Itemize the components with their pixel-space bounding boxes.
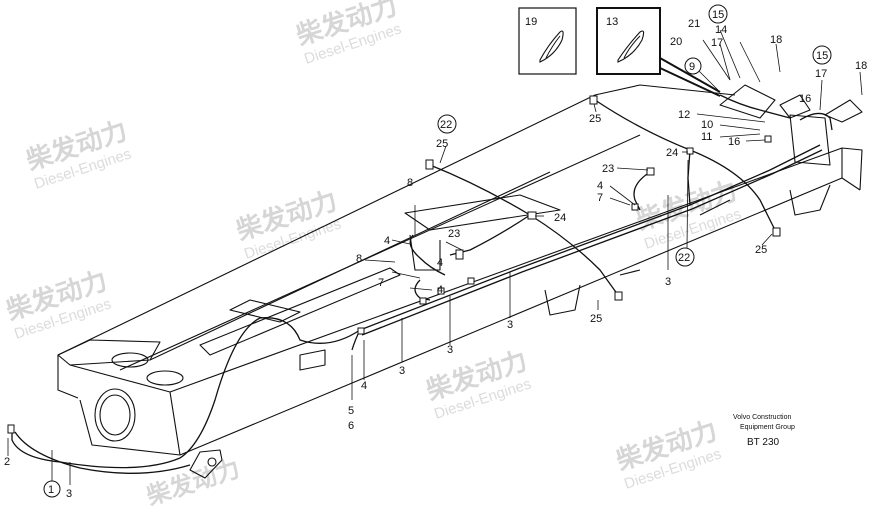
part-label: 10 bbox=[701, 119, 713, 131]
part-label: 14 bbox=[715, 24, 727, 36]
part-label: 22 bbox=[440, 119, 452, 131]
credit-block: Volvo Construction Equipment Group BT 23… bbox=[733, 414, 795, 448]
watermark-5: 柴发动力 Diesel-Engines bbox=[422, 345, 534, 423]
watermark-1: 柴发动力 Diesel-Engines bbox=[292, 0, 404, 68]
part-label: 18 bbox=[770, 34, 782, 46]
part-label: 4 bbox=[384, 235, 390, 247]
detail-box-19 bbox=[518, 7, 577, 75]
part-label: 24 bbox=[554, 212, 566, 224]
part-label: 21 bbox=[688, 18, 700, 30]
part-label: 1 bbox=[48, 484, 54, 496]
part-label: 3 bbox=[399, 365, 405, 377]
watermark-7: 柴发动力 Diesel-Engines bbox=[612, 415, 724, 493]
part-label: 8 bbox=[356, 253, 362, 265]
part-label: 17 bbox=[711, 37, 723, 49]
hose-routing bbox=[11, 94, 833, 474]
part-label: 22 bbox=[678, 252, 690, 264]
boom-body bbox=[57, 84, 863, 479]
part-label: 20 bbox=[670, 36, 682, 48]
part-label: 23 bbox=[448, 228, 460, 240]
part-label: 18 bbox=[855, 60, 867, 72]
part-label: 2 bbox=[4, 456, 10, 468]
part-label: 16 bbox=[799, 93, 811, 105]
part-labels: 1 2 3 3 3 3 3 4 4 4 4 4 5 6 7 7 8 8 9 10… bbox=[4, 9, 867, 500]
part-label: 19 bbox=[525, 16, 537, 28]
part-label: 15 bbox=[816, 50, 828, 62]
part-label: 25 bbox=[755, 244, 767, 256]
part-label: 3 bbox=[447, 344, 453, 356]
part-label: 4 bbox=[361, 380, 367, 392]
part-label: 3 bbox=[507, 319, 513, 331]
leader-lines bbox=[7, 29, 863, 490]
detail-box-13 bbox=[596, 7, 721, 97]
part-label: 7 bbox=[378, 277, 384, 289]
drawing-code: BT 230 bbox=[747, 437, 779, 448]
part-label: 25 bbox=[589, 113, 601, 125]
part-label: 12 bbox=[678, 109, 690, 121]
part-label: 16 bbox=[728, 136, 740, 148]
watermark-cn: 柴发动力 bbox=[142, 454, 243, 511]
part-label: 15 bbox=[712, 9, 724, 21]
fittings bbox=[7, 95, 781, 434]
part-label: 13 bbox=[606, 16, 618, 28]
part-label: 4 bbox=[437, 284, 443, 296]
part-label: 24 bbox=[666, 147, 678, 159]
part-label: 7 bbox=[597, 192, 603, 204]
callout-circles bbox=[43, 4, 832, 498]
part-label: 8 bbox=[407, 177, 413, 189]
watermark-4: 柴发动力 Diesel-Engines bbox=[2, 265, 114, 343]
credit-line-1: Volvo Construction bbox=[733, 414, 791, 421]
part-label: 3 bbox=[665, 276, 671, 288]
part-label: 11 bbox=[701, 131, 712, 143]
part-label: 4 bbox=[437, 257, 443, 269]
part-label: 23 bbox=[602, 163, 614, 175]
part-label: 4 bbox=[597, 180, 603, 192]
part-label: 9 bbox=[689, 61, 695, 73]
part-label: 25 bbox=[436, 138, 448, 150]
watermark-8: 柴发动力 bbox=[142, 454, 243, 511]
part-label: 3 bbox=[66, 488, 72, 500]
part-label: 17 bbox=[815, 68, 827, 80]
part-label: 5 bbox=[348, 405, 354, 417]
part-label: 25 bbox=[590, 313, 602, 325]
part-label: 6 bbox=[348, 420, 354, 432]
watermark-2: 柴发动力 Diesel-Engines bbox=[22, 115, 134, 193]
credit-line-2: Equipment Group bbox=[740, 424, 795, 431]
